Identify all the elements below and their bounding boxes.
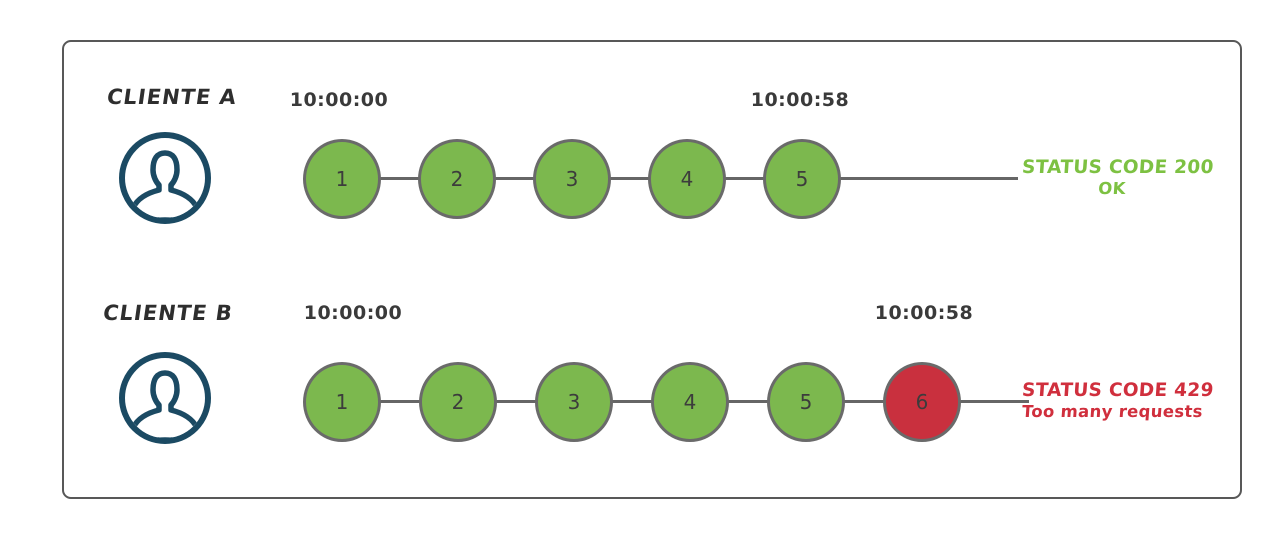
row-b-end-time: 10:00:58: [874, 302, 974, 324]
user-icon: [119, 132, 211, 224]
request-step: 4: [651, 362, 729, 442]
status-code-text: STATUS CODE 200: [1021, 157, 1215, 178]
request-step: 1: [303, 139, 381, 219]
client-a-label: CLIENTE A: [105, 85, 239, 109]
request-step: 3: [535, 362, 613, 442]
user-icon-glyph: [127, 150, 203, 218]
request-step: 3: [533, 139, 611, 219]
diagram-panel: CLIENTE A 10:00:00 10:00:58 1 2 3 4 5 ST…: [62, 40, 1242, 499]
row-a-status: STATUS CODE 200 OK: [1021, 157, 1215, 199]
request-step: 2: [419, 362, 497, 442]
request-step: 5: [767, 362, 845, 442]
row-b-start-time: 10:00:00: [303, 302, 403, 324]
request-step-blocked: 6: [883, 362, 961, 442]
row-b-status: STATUS CODE 429 Too many requests: [1021, 380, 1215, 422]
request-step: 4: [648, 139, 726, 219]
client-b-label: CLIENTE B: [101, 301, 235, 325]
row-a-start-time: 10:00:00: [289, 89, 389, 111]
status-code-text: STATUS CODE 429: [1021, 380, 1215, 401]
request-step: 1: [303, 362, 381, 442]
user-icon-glyph: [127, 370, 203, 438]
status-message-text: Too many requests: [1021, 402, 1204, 421]
request-step: 5: [763, 139, 841, 219]
row-a-end-time: 10:00:58: [750, 89, 850, 111]
request-step: 2: [418, 139, 496, 219]
status-message-text: OK: [1097, 179, 1127, 198]
user-icon: [119, 352, 211, 444]
